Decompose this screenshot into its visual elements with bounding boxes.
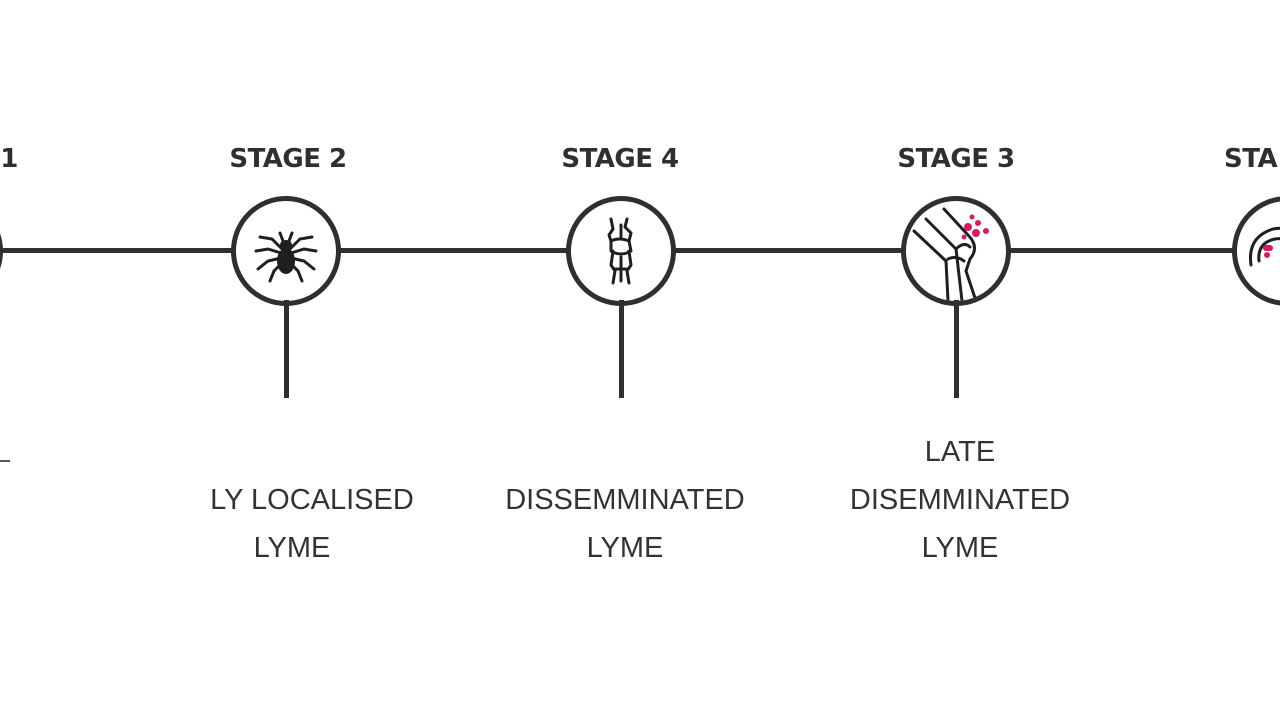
stage-3-node [901,196,1011,306]
stage-4-connector [619,300,624,398]
stage-4-caption: DISSEMMINATED LYME [480,476,770,572]
stage-5-title: STA [1224,144,1278,174]
stage-5-node [1232,196,1280,306]
stage-2-caption: LY LOCALISED LYME [150,476,434,572]
stage-3-connector [954,300,959,398]
stage-3-caption: LATE DISEMMINATED LYME [820,428,1100,572]
stage-2-title: STAGE 2 [229,144,347,174]
stage-1-caption-fragment [0,460,10,462]
tick-icon [254,231,318,283]
stage-3-title: STAGE 3 [897,144,1015,174]
stage-4-caption-line-1: DISSEMMINATED [505,484,745,516]
stage-1-title: 1 [0,144,18,174]
stage-1-node [0,196,3,306]
stage-4-node [566,196,676,306]
stage-2-connector [284,300,289,398]
stage-2-caption-line-2: LYME [253,532,331,564]
stage-3-caption-line-1: LATE [924,436,996,468]
stage-4-title: STAGE 4 [561,144,679,174]
inflamed-knee-icon [912,207,989,301]
stage-2-caption-line-1: LY LOCALISED [210,484,414,516]
stage-3-caption-line-3: LYME [921,532,999,564]
stage-4-caption-line-2: LYME [586,532,664,564]
joint-bones-icon [607,217,633,285]
stage-2-node [231,196,341,306]
stage-3-caption-line-2: DISEMMINATED [849,484,1071,516]
partial-organ-icon [1248,226,1280,267]
